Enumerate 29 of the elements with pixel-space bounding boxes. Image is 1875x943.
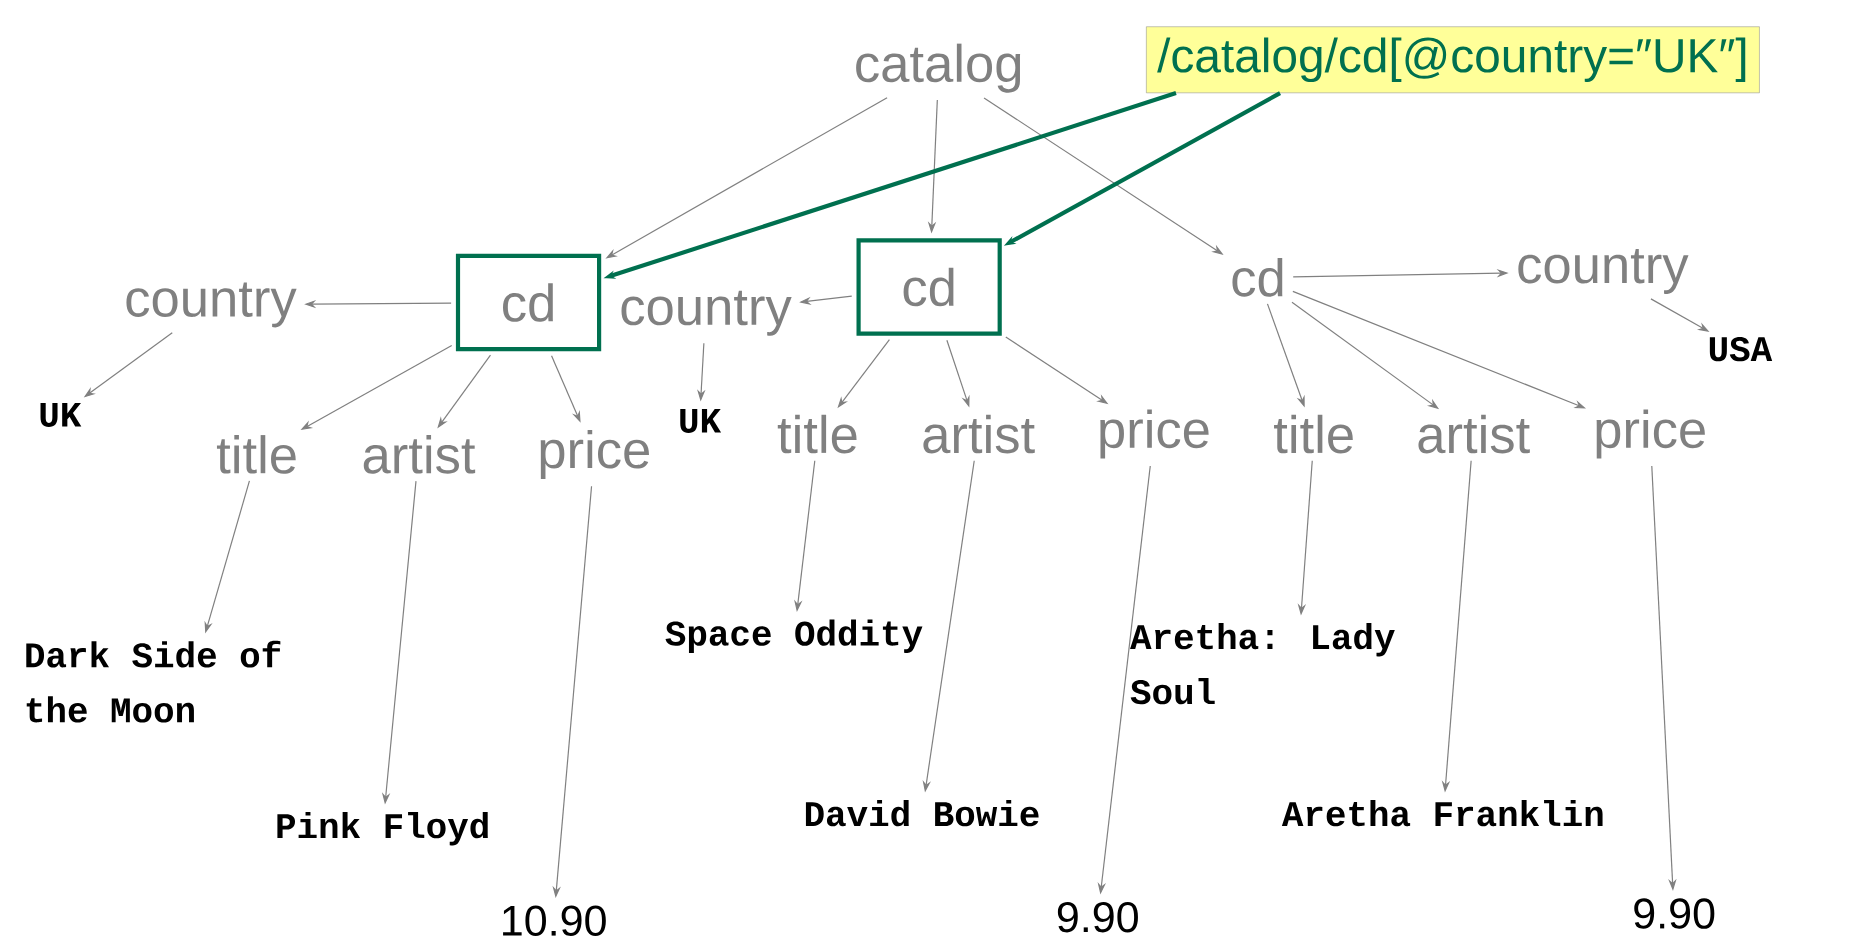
text-value: UK xyxy=(40,402,82,427)
tree-element-label: title xyxy=(216,434,296,474)
tree-element-label: title xyxy=(1274,414,1353,454)
tree-element-label: catalog xyxy=(856,43,1021,93)
text-value: Aretha Franklin xyxy=(1281,799,1603,827)
tree-element-label: country xyxy=(621,290,792,336)
tree-element-label: artist xyxy=(363,434,476,474)
text-value: UK xyxy=(680,408,722,433)
tree-element-label: artist xyxy=(1418,414,1530,454)
text-value: Space Oddity xyxy=(665,619,923,653)
text-value: USA xyxy=(1709,336,1773,362)
number-value: 9.90 xyxy=(1634,898,1715,929)
text-value: Dark Side of the Moon xyxy=(26,640,281,723)
tree-element-label: artist xyxy=(923,414,1035,454)
tree-element-label: price xyxy=(1100,409,1209,459)
xpath-query-box: /catalog/cd[@country=″UK″] xyxy=(1146,26,1760,93)
number-value: 10.90 xyxy=(503,905,606,936)
number-value: 9.90 xyxy=(1057,901,1138,933)
tree-element-label: country xyxy=(126,282,297,328)
tree-element-label: cd xyxy=(1232,257,1283,297)
text-value: David Bowie xyxy=(805,799,1039,827)
tree-element-label: country xyxy=(1518,248,1689,294)
tree-element-label: title xyxy=(777,414,857,454)
tree-element-label: price xyxy=(540,429,649,479)
tree-element-label: price xyxy=(1596,409,1705,459)
selected-element-box: cd xyxy=(856,238,1002,336)
selected-element-box: cd xyxy=(455,253,602,352)
text-value: Pink Floyd xyxy=(277,811,488,846)
text-value: Aretha: Lady Soul xyxy=(1130,622,1395,705)
